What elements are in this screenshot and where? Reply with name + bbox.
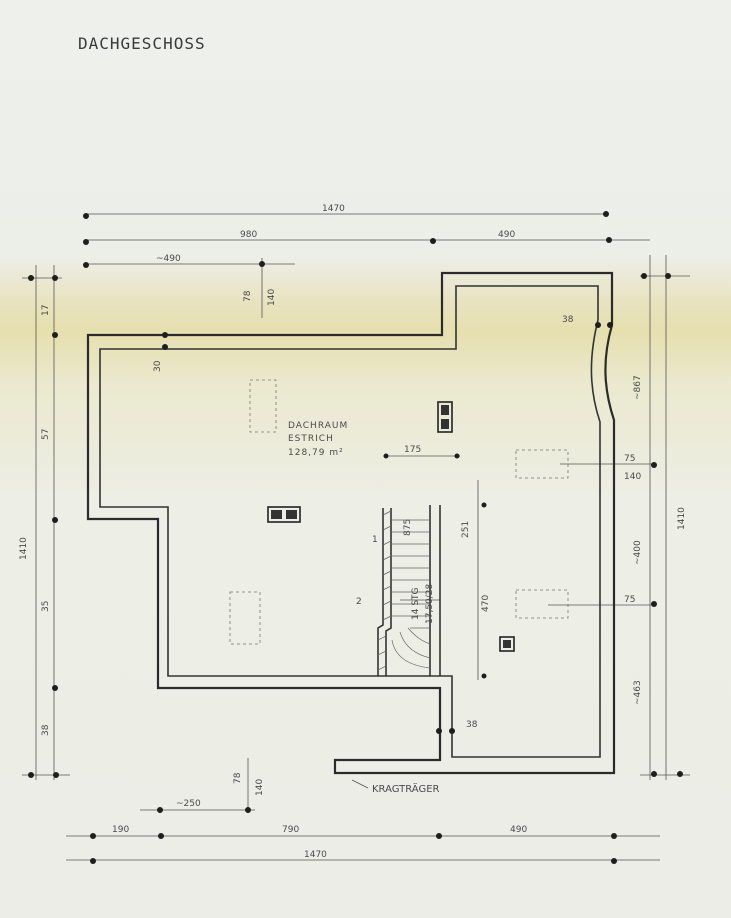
- stair-rise: 17,50/28: [425, 583, 435, 624]
- chimney-2: [267, 506, 301, 523]
- dim-right-38-top: 38: [562, 315, 574, 325]
- dim-bottom-mid: 790: [282, 825, 299, 835]
- stair-wall-left: [377, 508, 384, 676]
- stair-wall-hatch: [377, 510, 392, 671]
- dim-75-sub: 140: [624, 472, 641, 482]
- dim-75b: 75: [624, 595, 635, 605]
- dim-bottom-140: 140: [255, 779, 265, 796]
- stair-count: 14 STG: [411, 587, 421, 620]
- chimney-3: [499, 636, 515, 652]
- dim-left-38: 38: [41, 724, 51, 736]
- dim-bottom-250: ~250: [176, 799, 201, 809]
- dim-left-35: 35: [41, 601, 51, 612]
- dim-stair-251: 251: [461, 521, 471, 538]
- dim-top-height-a: 78: [243, 290, 253, 302]
- dim-stair-470: 470: [481, 595, 491, 612]
- dim-top-height-b: 140: [267, 289, 277, 306]
- room-name: DACHRAUM: [288, 421, 348, 431]
- dim-top-right: 490: [498, 230, 515, 240]
- dim-left-1410: 1410: [19, 537, 29, 560]
- dim-left-top: 17: [41, 305, 51, 316]
- dim-top-left: 980: [240, 230, 257, 240]
- dimension-dots: [28, 211, 683, 864]
- dim-bottom-right: 490: [510, 825, 527, 835]
- skylight-3: [515, 449, 569, 479]
- stair-wall-left-inner: [385, 508, 392, 676]
- dim-right-463: ~463: [633, 680, 643, 705]
- dim-right-867: ~867: [633, 375, 643, 400]
- dim-bottom-total: 1470: [304, 850, 327, 860]
- dim-right-38: 38: [466, 720, 478, 730]
- dim-bottom-left: 190: [112, 825, 129, 835]
- skylight-1: [249, 379, 277, 433]
- room-type: ESTRICH: [288, 434, 334, 444]
- dim-stair-1: 1: [372, 535, 378, 545]
- stair-treads: [391, 519, 431, 669]
- kragtraeger-leader: [351, 779, 369, 789]
- chimney-1: [437, 401, 453, 433]
- skylight-2: [229, 591, 261, 645]
- dim-right-400: ~400: [633, 540, 643, 565]
- stair-dim-875: 875: [403, 519, 413, 536]
- dim-stair-2: 2: [356, 597, 362, 607]
- dim-top-total: 1470: [322, 204, 345, 214]
- room-area: 128,79 m²: [288, 448, 344, 458]
- dim-left-57: 57: [41, 429, 51, 440]
- dim-30: 30: [153, 360, 163, 372]
- dim-top-sub: ~490: [156, 254, 181, 264]
- kragtraeger-label: KRAGTRÄGER: [372, 782, 440, 795]
- inner-wall: [99, 285, 601, 758]
- skylight-4: [515, 589, 569, 619]
- dim-175: 175: [404, 445, 421, 455]
- dim-bottom-78: 78: [233, 772, 243, 784]
- dim-right-1410: 1410: [677, 507, 687, 530]
- drawing-title: DACHGESCHOSS: [78, 34, 206, 53]
- dim-75: 75: [624, 454, 635, 464]
